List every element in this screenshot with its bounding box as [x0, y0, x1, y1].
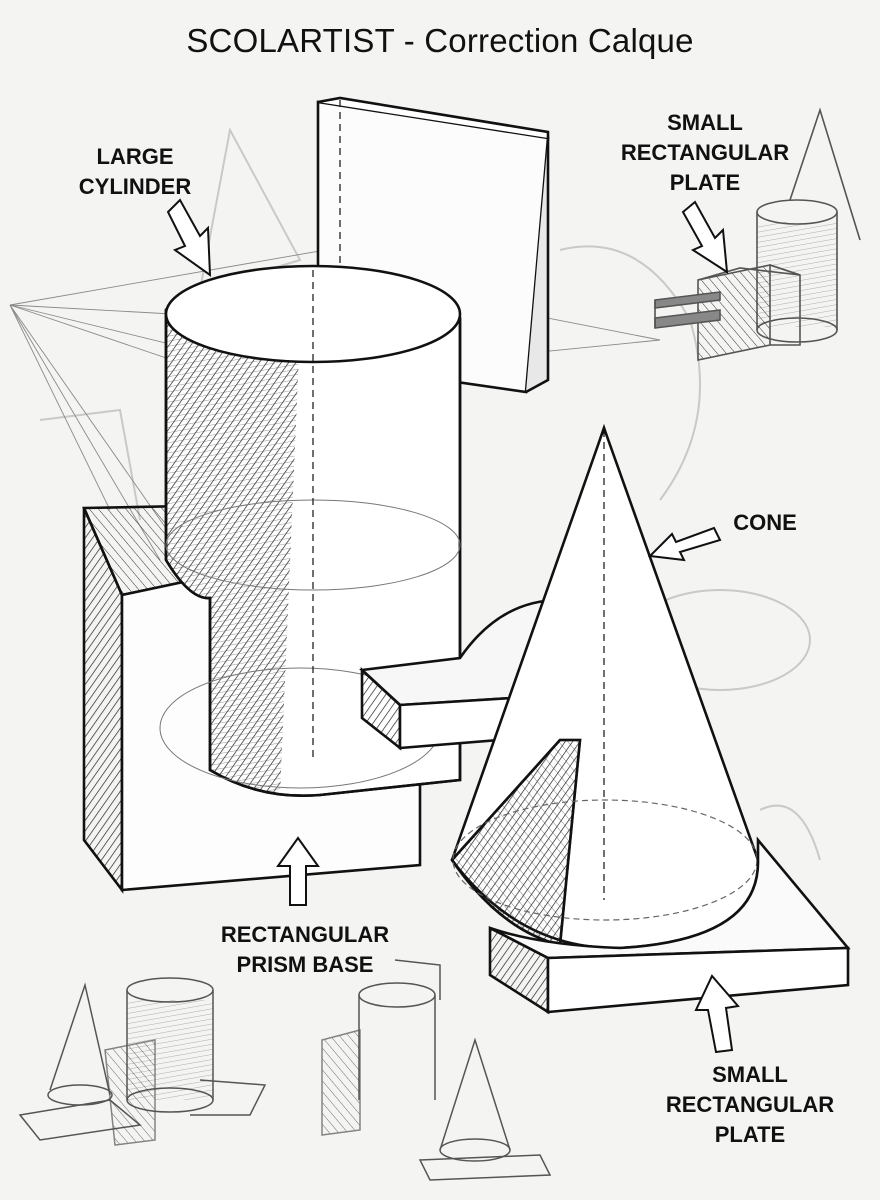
label-large-cylinder: LARGE CYLINDER [55, 142, 215, 202]
bottom-sketches [18, 959, 552, 1181]
arrow-small-plate-top [681, 200, 729, 274]
arrow-small-plate-bottom [694, 974, 740, 1054]
label-line: SMALL [712, 1062, 788, 1087]
label-line: CONE [733, 510, 797, 535]
label-prism-base: RECTANGULAR PRISM BASE [195, 920, 415, 980]
label-cone: CONE [720, 508, 810, 538]
label-line: RECTANGULAR [665, 1092, 835, 1117]
label-line: RECTANGULAR [620, 140, 790, 165]
label-line: CYLINDER [78, 174, 192, 199]
arrow-prism-base [276, 836, 320, 906]
label-small-plate-bottom: SMALL RECTANGULAR PLATE [660, 1060, 840, 1150]
label-line: LARGE [96, 144, 174, 169]
page-title: SCOLARTIST - Correction Calque [186, 22, 694, 59]
bottom-right-plate [488, 836, 851, 1015]
arrow-large-cylinder [166, 198, 212, 278]
label-line: SMALL [667, 110, 743, 135]
label-line: PRISM BASE [236, 952, 374, 977]
label-line: PLATE [669, 170, 741, 195]
top-right-sketch [654, 107, 861, 361]
arrow-cone [647, 526, 722, 562]
lower-cone [450, 424, 760, 950]
label-small-plate-top: SMALL RECTANGULAR PLATE [615, 108, 795, 198]
label-line: RECTANGULAR [220, 922, 390, 947]
label-line: PLATE [714, 1122, 786, 1147]
